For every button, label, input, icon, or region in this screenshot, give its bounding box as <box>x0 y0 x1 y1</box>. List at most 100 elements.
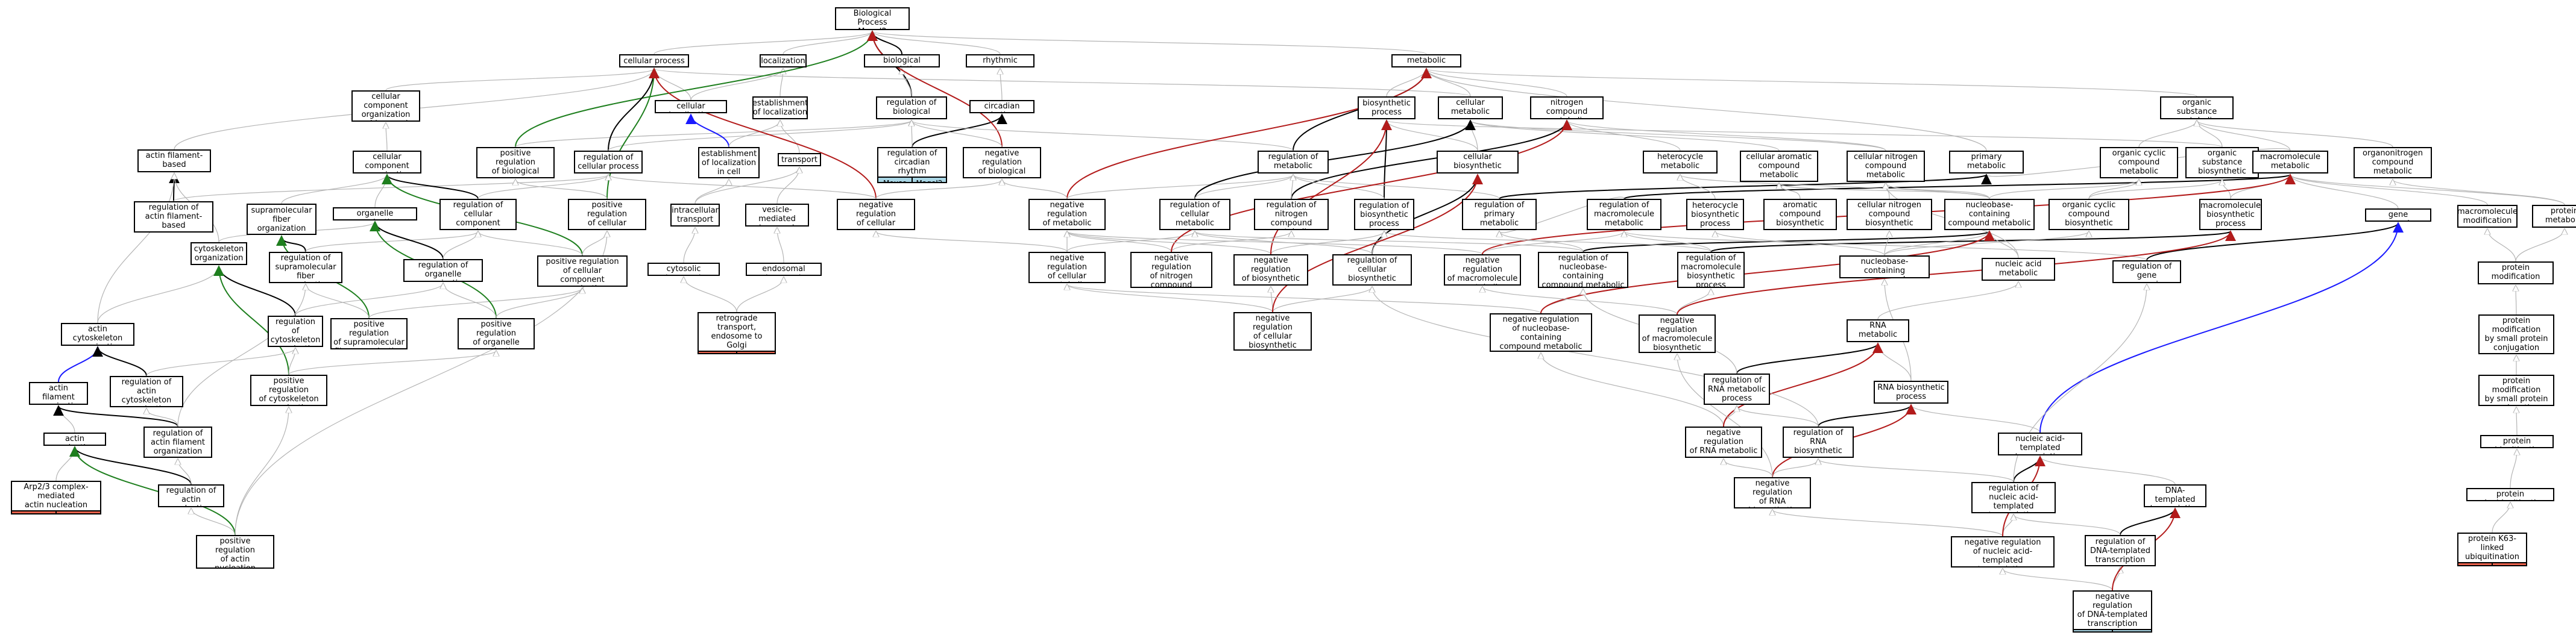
go-term-node[interactable]: organic substance metabolic process <box>2160 96 2234 119</box>
go-term-node[interactable]: cellular metabolic process <box>1438 96 1503 119</box>
go-term-node[interactable]: cellular biosynthetic process <box>1437 151 1519 174</box>
go-term-node[interactable]: positive regulation of organelle organiz… <box>458 318 535 349</box>
go-term-node[interactable]: primary metabolic process <box>1949 151 2024 174</box>
go-term-node[interactable]: regulation of macromolecule biosynthetic… <box>1677 252 1745 288</box>
go-term-node[interactable]: negative regulation of biosynthetic proc… <box>1233 254 1308 286</box>
go-term-node[interactable]: organonitrogen compound metabolic proces… <box>2354 147 2432 178</box>
go-term-node[interactable]: vesicle-mediated transport <box>745 204 809 227</box>
go-term-node[interactable]: supramolecular fiber organization <box>247 204 316 235</box>
go-term-node[interactable]: nucleic acid metabolic process <box>1982 258 2055 281</box>
go-term-node[interactable]: cytoskeleton organization <box>191 242 247 265</box>
go-term-node[interactable]: protein modification by small protein co… <box>2478 375 2554 406</box>
go-term-node[interactable]: gene expression <box>2365 208 2431 222</box>
go-term-node[interactable]: negative regulation of cellular biosynth… <box>1233 312 1312 351</box>
go-term-node[interactable]: transport <box>778 153 821 166</box>
go-term-node[interactable]: actin filament-based process <box>137 149 211 172</box>
go-term-node[interactable]: regulation of biological process <box>876 96 947 119</box>
go-term-node[interactable]: regulation of actin filament-based proce… <box>134 201 213 233</box>
go-term-node[interactable]: DNA-templated transcription <box>2144 484 2206 507</box>
go-term-node[interactable]: RNA biosynthetic process <box>1874 381 1948 404</box>
go-term-node[interactable]: cellular component organization or bioge… <box>351 90 420 122</box>
go-term-node[interactable]: protein modification by small protein co… <box>2478 314 2554 354</box>
go-term-node[interactable]: positive regulation of biological proces… <box>476 147 555 178</box>
go-term-node[interactable]: regulation of metabolic process <box>1258 151 1329 174</box>
go-term-node[interactable]: organelle organization <box>333 207 417 220</box>
go-term-node[interactable]: actin cytoskeleton organization <box>61 323 134 346</box>
go-term-node[interactable]: macromolecule modification <box>2457 205 2518 228</box>
go-term-node[interactable]: regulation of nucleobase-containing comp… <box>1538 252 1628 288</box>
go-term-node[interactable]: nucleobase-containing compound metabolic… <box>1944 199 2035 230</box>
go-term-node[interactable]: intracellular transport <box>670 204 720 227</box>
go-term-node[interactable]: Biological Process MageI2 <box>835 7 910 30</box>
go-term-node[interactable]: regulation of actin filament organizatio… <box>143 427 212 458</box>
go-term-node[interactable]: negative regulation of nucleic acid-temp… <box>1951 536 2055 568</box>
go-term-node[interactable]: negative regulation of RNA metabolic pro… <box>1685 427 1762 458</box>
go-term-node[interactable]: organic cyclic compound metabolic proces… <box>2100 147 2178 178</box>
go-term-node[interactable]: regulation of cellular process <box>574 151 643 174</box>
go-term-node[interactable]: negative regulation of DNA-templated tra… <box>2073 590 2152 633</box>
go-term-node[interactable]: protein polyubiquitination <box>2466 488 2554 501</box>
go-term-node[interactable]: establishment of localization in cell <box>698 147 760 178</box>
go-term-node[interactable]: regulation of cellular metabolic process <box>1159 199 1230 230</box>
go-term-node[interactable]: positive regulation of actin nucleationM… <box>196 535 274 569</box>
go-term-node[interactable]: aromatic compound biosynthetic process <box>1763 199 1837 230</box>
go-term-node[interactable]: biological regulation <box>864 54 940 67</box>
go-term-node[interactable]: nucleobase-containing compound biosynthe… <box>1839 255 1930 278</box>
go-term-node[interactable]: negative regulation of nucleobase-contai… <box>1490 313 1592 352</box>
go-term-node[interactable]: negative regulation of biological proces… <box>963 147 1041 178</box>
go-term-node[interactable]: regulation of RNA biosynthetic process <box>1783 427 1854 458</box>
go-term-node[interactable]: negative regulation of cellular metaboli… <box>1028 252 1106 283</box>
go-term-node[interactable]: protein metabolic process <box>2532 205 2576 228</box>
go-term-node[interactable]: regulation of nitrogen compound metaboli… <box>1254 199 1329 230</box>
go-term-node[interactable]: protein ubiquitination <box>2480 435 2554 448</box>
go-term-node[interactable]: biosynthetic process <box>1358 96 1416 119</box>
go-term-node[interactable]: cellular nitrogen compound biosynthetic … <box>1847 199 1932 230</box>
go-term-node[interactable]: regulation of primary metabolic process <box>1462 199 1537 230</box>
go-term-node[interactable]: positive regulation of cellular process <box>568 199 646 230</box>
go-term-node[interactable]: heterocycle biosynthetic process <box>1686 199 1744 230</box>
go-term-node[interactable]: negative regulation of macromolecule met… <box>1444 254 1521 286</box>
go-term-node[interactable]: regulation of nucleic acid-templated tra… <box>1971 482 2056 513</box>
go-term-node[interactable]: regulation of supramolecular fiber organ… <box>269 252 342 283</box>
go-term-node[interactable]: negative regulation of macromolecule bio… <box>1639 314 1716 353</box>
go-term-node[interactable]: negative regulation of nitrogen compound… <box>1130 252 1212 288</box>
go-term-node[interactable]: regulation of RNA metabolic process <box>1704 374 1770 405</box>
go-term-node[interactable]: protein K63-linked ubiquitinationHumanMA… <box>2457 533 2527 566</box>
go-term-node[interactable]: positive regulation of cytoskeleton orga… <box>250 375 327 406</box>
go-term-node[interactable]: circadian rhythm <box>969 100 1034 113</box>
go-term-node[interactable]: retrograde transport, endosome to GolgiH… <box>698 312 776 354</box>
go-term-node[interactable]: RNA metabolic process <box>1847 319 1909 342</box>
go-term-node[interactable]: negative regulation of RNA biosynthetic … <box>1734 477 1811 508</box>
go-term-node[interactable]: macromolecule metabolic process <box>2252 151 2328 174</box>
go-term-node[interactable]: localization <box>760 54 807 67</box>
go-term-node[interactable]: actin nucleation <box>43 433 106 446</box>
go-term-node[interactable]: regulation of biosynthetic process <box>1354 199 1414 230</box>
go-term-node[interactable]: actin filament organization <box>29 382 88 405</box>
go-term-node[interactable]: macromolecule biosynthetic process <box>2199 199 2262 230</box>
go-term-node[interactable]: negative regulation of metabolic process <box>1028 199 1106 230</box>
go-term-node[interactable]: metabolic process <box>1391 54 1461 67</box>
go-term-node[interactable]: cellular localization <box>655 100 727 113</box>
go-term-node[interactable]: regulation of cellular biosynthetic proc… <box>1332 254 1412 286</box>
go-term-node[interactable]: establishment of localization <box>752 96 808 119</box>
go-term-node[interactable]: regulation of macromolecule metabolic pr… <box>1587 199 1661 230</box>
go-term-node[interactable]: rhythmic process <box>966 54 1034 67</box>
go-term-node[interactable]: organic cyclic compound biosynthetic pro… <box>2049 199 2129 230</box>
go-term-node[interactable]: heterocycle metabolic process <box>1643 151 1718 174</box>
go-term-node[interactable]: regulation of actin nucleation <box>158 484 224 507</box>
go-term-node[interactable]: positive regulation of supramolecular fi… <box>330 318 408 349</box>
go-term-node[interactable]: endosomal transport <box>746 263 822 276</box>
go-term-node[interactable]: cellular component organization <box>353 151 421 174</box>
go-term-node[interactable]: cellular nitrogen compound metabolic pro… <box>1847 151 1925 182</box>
go-term-node[interactable]: cytosolic transport <box>647 263 720 276</box>
go-term-node[interactable]: regulation of gene expression <box>2112 260 2181 283</box>
go-term-node[interactable]: cellular process <box>619 54 689 67</box>
go-term-node[interactable]: regulation of organelle organization <box>403 259 483 282</box>
go-term-node[interactable]: nucleic acid-templated transcription <box>1998 433 2082 455</box>
go-term-node[interactable]: negative regulation of cellular process <box>837 199 915 230</box>
go-term-node[interactable]: organic substance biosynthetic process <box>2185 147 2259 178</box>
go-term-node[interactable]: Arp2/3 complex-mediated actin nucleation… <box>11 481 101 514</box>
go-term-node[interactable]: cellular aromatic compound metabolic pro… <box>1740 151 1818 182</box>
go-term-node[interactable]: protein modification process <box>2478 261 2554 284</box>
